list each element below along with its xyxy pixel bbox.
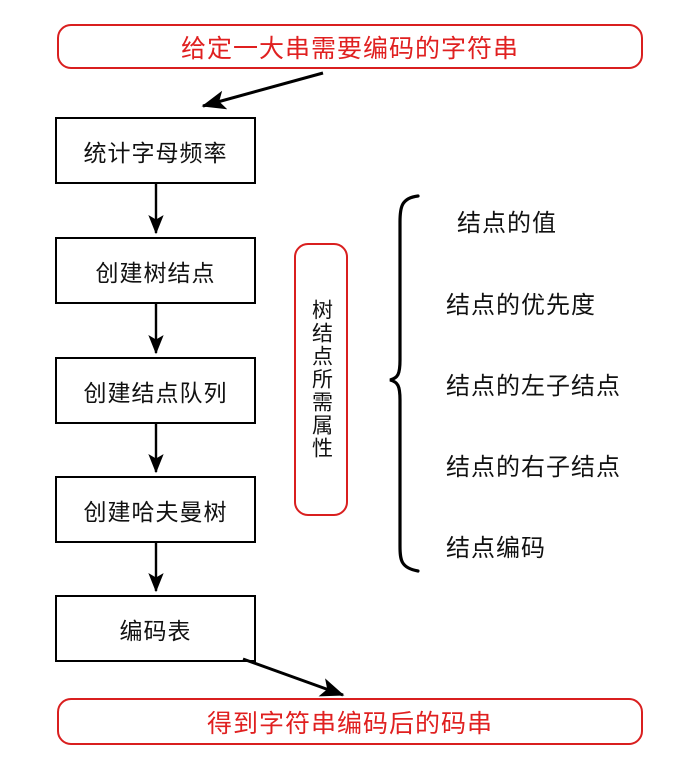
arrow-step5-to-end <box>242 657 345 697</box>
attribute-label-node-priority: 结点的优先度 <box>446 291 596 319</box>
end-terminal-label: 得到字符串编码后的码串 <box>206 708 493 738</box>
attribute-label-node-value: 结点的值 <box>457 209 557 237</box>
start-terminal-label: 给定一大串需要编码的字符串 <box>180 33 519 63</box>
attribute-label-node-right-child: 结点的右子结点 <box>446 453 621 481</box>
attribute-label-node-left-child: 结点的左子结点 <box>446 372 621 400</box>
start-terminal[interactable]: 给定一大串需要编码的字符串 <box>57 24 643 69</box>
end-terminal[interactable]: 得到字符串编码后的码串 <box>57 698 643 745</box>
attribute-label-node-code: 结点编码 <box>446 534 546 562</box>
process-box-label: 创建树结点 <box>95 260 216 287</box>
process-box-create-node-queue[interactable]: 创建结点队列 <box>55 357 256 424</box>
arrow-start-to-step1 <box>201 71 324 110</box>
process-box-label: 创建结点队列 <box>83 380 228 407</box>
process-box-code-table[interactable]: 编码表 <box>55 595 256 662</box>
tree-node-attributes-group-label: 树结点所需属性 <box>309 299 334 460</box>
process-box-label: 统计字母频率 <box>83 140 228 167</box>
process-box-label: 编码表 <box>119 618 192 645</box>
process-box-create-tree-node[interactable]: 创建树结点 <box>55 237 256 304</box>
process-box-label: 创建哈夫曼树 <box>83 499 228 526</box>
process-box-create-huffman-tree[interactable]: 创建哈夫曼树 <box>55 476 256 543</box>
curly-brace <box>389 194 420 573</box>
process-box-count-letter-frequency[interactable]: 统计字母频率 <box>55 117 256 184</box>
tree-node-attributes-group-box[interactable]: 树结点所需属性 <box>294 243 348 516</box>
